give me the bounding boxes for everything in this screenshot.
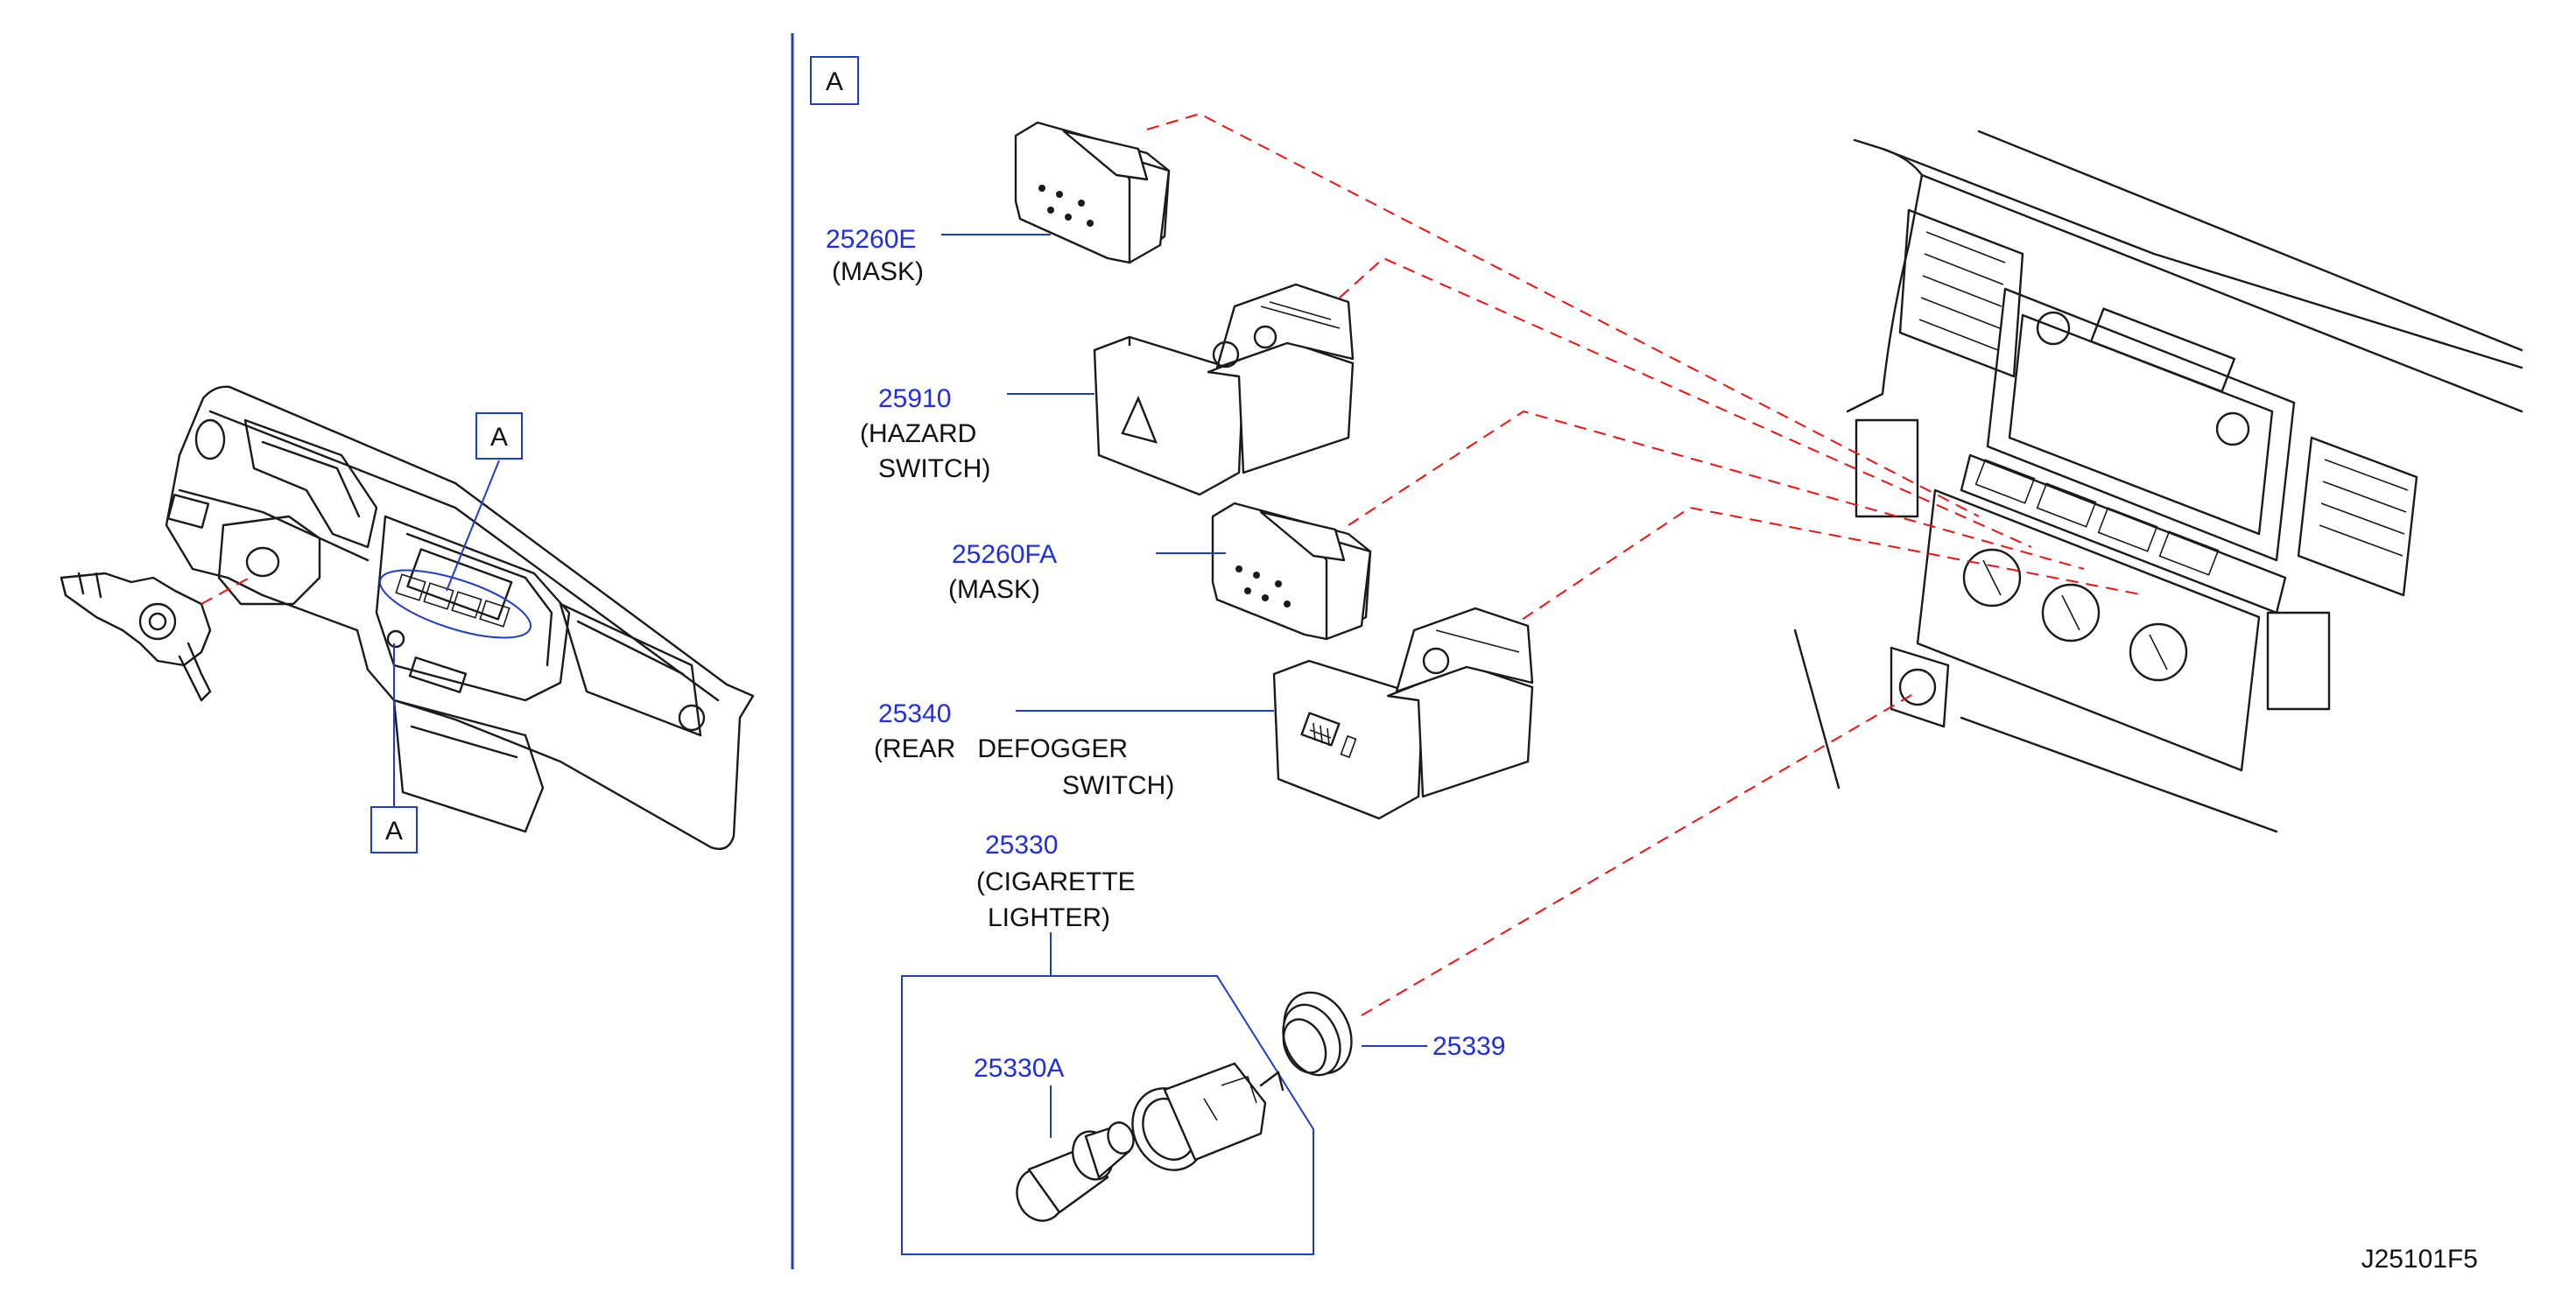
label-25330a: 25330A (974, 1054, 1064, 1083)
part-desc-25260e: (MASK) (832, 257, 924, 286)
overview-switch-row (395, 573, 510, 628)
part-25330a-drawing (1016, 1121, 1135, 1222)
part-number-25340: 25340 (878, 699, 951, 728)
lighter-group-bracket (901, 975, 1314, 1255)
overview-ref-label-bottom: A (385, 817, 403, 846)
center-panel-drawing (1793, 130, 2523, 833)
part-desc-25340-l1: (REAR DEFOGGER (874, 734, 1128, 763)
part-number-25330a: 25330A (974, 1054, 1064, 1083)
part-25260fa-drawing (1211, 502, 1372, 641)
assembly-dash-lines (1146, 112, 2146, 1016)
label-25260fa: 25260FA (MASK) (948, 540, 1057, 604)
overview-ref-box-bottom (370, 806, 418, 853)
label-25339: 25339 (1432, 1032, 1505, 1061)
part-desc-25340-l2: SWITCH) (1062, 771, 1174, 800)
part-25910-drawing (1093, 283, 1355, 496)
part-25340-drawing (1272, 607, 1534, 820)
part-number-25910: 25910 (878, 384, 951, 413)
overview-leader-top (446, 460, 500, 592)
detail-ref-box (810, 56, 859, 105)
detail-ref-label: A (826, 67, 843, 96)
part-number-25330: 25330 (985, 831, 1058, 860)
part-desc-25260fa: (MASK) (948, 575, 1040, 604)
part-number-25260e: 25260E (826, 225, 916, 254)
part-number-25339: 25339 (1432, 1032, 1505, 1061)
part-desc-25910-l1: (HAZARD (860, 419, 976, 448)
label-25910: 25910 (HAZARD SWITCH) (860, 384, 990, 483)
part-desc-25330-l2: LIGHTER) (988, 903, 1110, 932)
label-25340: 25340 (REAR DEFOGGER SWITCH) (874, 699, 1174, 800)
part-desc-25910-l2: SWITCH) (878, 454, 990, 483)
diagram-id: J25101F5 (2361, 1245, 2478, 1274)
lighter-socket-drawing (1131, 1062, 1284, 1171)
overview-ref-label-top: A (490, 423, 508, 452)
overview-dash (201, 577, 250, 605)
overview-highlight-ellipse (378, 569, 532, 639)
part-25339-drawing (1282, 991, 1353, 1077)
label-25260e: 25260E (MASK) (826, 225, 924, 286)
part-25260e-drawing (1014, 121, 1171, 264)
overview-ref-box-top (475, 412, 523, 460)
part-number-25260fa: 25260FA (952, 540, 1057, 569)
label-25330: 25330 (CIGARETTE LIGHTER) (976, 831, 1136, 932)
dashboard-overview (60, 385, 755, 851)
part-desc-25330-l1: (CIGARETTE (976, 867, 1136, 896)
combination-switch (60, 572, 212, 702)
